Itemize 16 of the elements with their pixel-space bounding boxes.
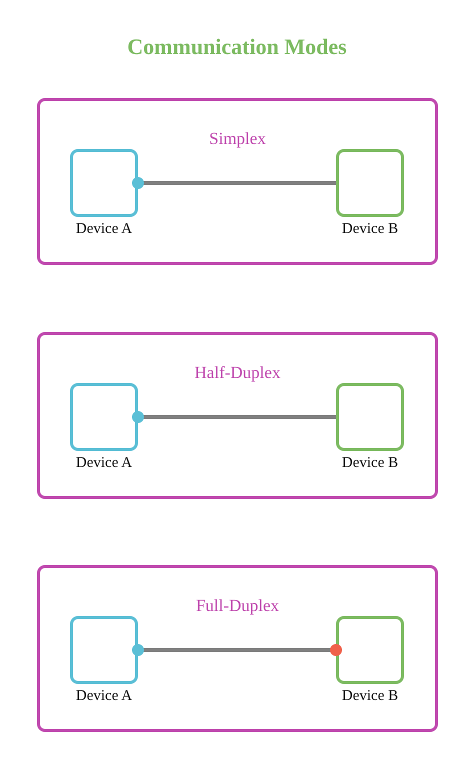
device-label: Device A — [76, 688, 132, 705]
device-label: Device A — [76, 221, 132, 238]
mode-panel — [37, 332, 438, 499]
device-label: Device B — [342, 455, 398, 472]
connection-line — [132, 411, 336, 423]
mode-panel — [37, 98, 438, 265]
device-label: Device B — [342, 221, 398, 238]
device-label: Device A — [76, 455, 132, 472]
device-label: Device B — [342, 688, 398, 705]
connection-line — [132, 177, 336, 189]
mode-title: Simplex — [209, 129, 266, 149]
mode-title: Half-Duplex — [194, 363, 280, 383]
diagram-title: Communication Modes — [127, 34, 347, 59]
mode-title: Full-Duplex — [196, 596, 280, 616]
mode-panel — [37, 565, 438, 732]
connection-line — [132, 644, 342, 656]
